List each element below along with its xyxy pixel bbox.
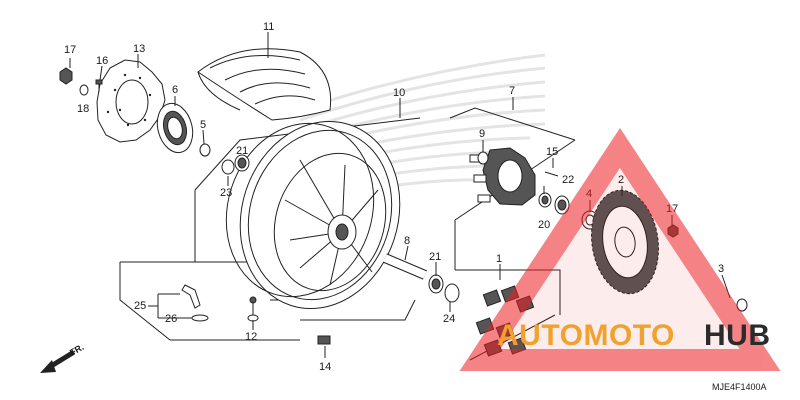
brake-disc-hub (156, 102, 194, 154)
callout-19: 18 (77, 103, 89, 115)
balance-weight (317, 335, 331, 345)
callout-25: 25 (134, 300, 146, 312)
callout-15: 15 (546, 146, 558, 158)
angled-valve (181, 284, 209, 322)
disc-bolt (95, 79, 103, 92)
wheel-rim (225, 120, 401, 310)
axle-collar (383, 253, 427, 280)
callout-24: 24 (443, 313, 455, 325)
watermark-triangle-logo (459, 128, 781, 371)
disc-washer (79, 84, 89, 96)
fr-label: FR. (68, 342, 86, 358)
callout-2: 2 (618, 174, 624, 186)
right-bearing (428, 274, 444, 294)
callout-13: 13 (133, 43, 145, 55)
callout-21-right: 21 (429, 251, 441, 263)
driven-sprocket (591, 189, 659, 295)
front-direction-marker: FR. (40, 342, 86, 373)
callout-6: 6 (172, 84, 178, 96)
right-seal (444, 283, 460, 303)
callout-26: 26 (165, 313, 177, 325)
air-valve (247, 296, 259, 322)
callout-16: 16 (96, 55, 108, 67)
watermark-text-automoto: AUTOMOTO (497, 319, 675, 352)
callout-3: 3 (718, 263, 724, 275)
driven-flange (469, 147, 536, 206)
callout-1: 1 (496, 253, 502, 265)
disc-nut (59, 67, 73, 85)
brake-disc (96, 59, 166, 143)
callout-23: 23 (220, 187, 232, 199)
callout-5: 5 (200, 119, 206, 131)
drawing-code: MJE4F1400A (712, 382, 767, 392)
callout-21-left: 21 (236, 145, 248, 157)
callout-12: 12 (245, 331, 257, 343)
left-seal (221, 159, 235, 175)
callout-22: 22 (562, 174, 574, 186)
sprocket-stud (544, 171, 559, 177)
callout-9: 9 (479, 128, 485, 140)
callout-11: 11 (263, 21, 274, 33)
callout-14: 14 (319, 361, 331, 373)
callout-20: 20 (538, 219, 550, 231)
flange-bearing (538, 192, 552, 208)
flange-seal (554, 195, 570, 215)
callout-8: 8 (404, 235, 410, 247)
callout-10: 10 (393, 87, 405, 99)
callout-18: 17 (64, 44, 76, 56)
flange-collar (477, 151, 489, 165)
left-bearing (234, 154, 250, 172)
watermark-text-hub: HUB (704, 319, 771, 352)
automotohub-watermark: AUTOMOTO HUB (459, 128, 781, 371)
collar-5 (199, 143, 211, 157)
tire (197, 48, 332, 121)
callout-7: 7 (509, 85, 515, 97)
